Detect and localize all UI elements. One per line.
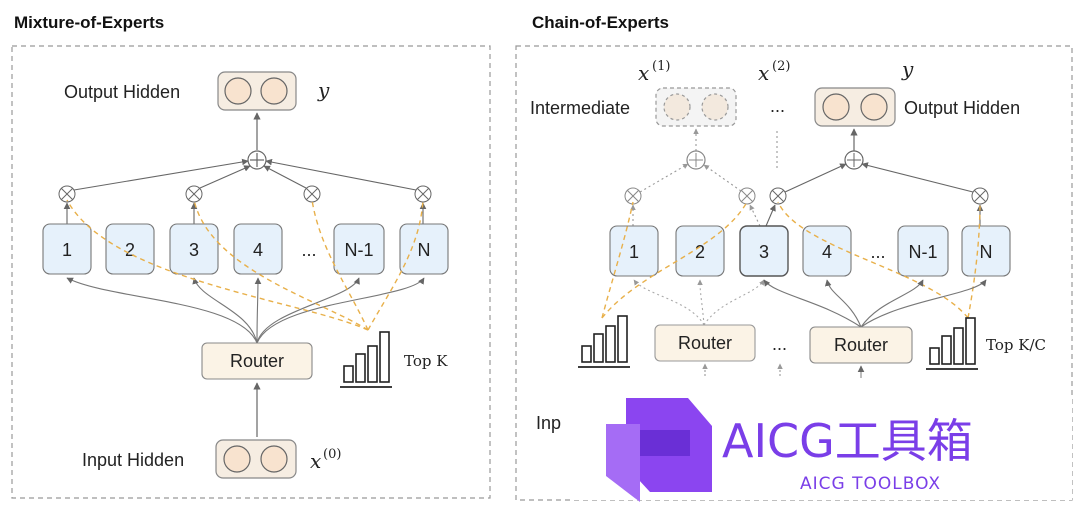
moe-expert-n-1: N-1 xyxy=(333,223,385,275)
svg-text:N: N xyxy=(980,242,993,262)
svg-text:N-1: N-1 xyxy=(344,240,373,260)
coe-histogram-icon-left xyxy=(578,315,630,368)
svg-text:1: 1 xyxy=(629,242,639,262)
moe-title: Mixture-of-Experts xyxy=(14,13,164,32)
moe-output-label: Output Hidden xyxy=(64,82,180,102)
moe-multiply-nodes xyxy=(58,185,432,203)
coe-router-1-label: Router xyxy=(678,333,732,353)
moe-topk-label: Top K xyxy=(404,352,448,370)
coe-top-ellipsis: ... xyxy=(770,96,785,116)
moe-input-label: Input Hidden xyxy=(82,450,184,470)
coe-multiply-nodes xyxy=(624,187,989,205)
coe-router-ellipsis: ... xyxy=(772,334,787,354)
svg-text:4: 4 xyxy=(253,240,263,260)
coe-multiply-node-3a xyxy=(738,187,756,205)
coe-topk-label: Top K/C xyxy=(986,336,1046,354)
coe-expert-1: 1 xyxy=(609,225,659,277)
moe-multiply-node-1 xyxy=(58,185,76,203)
coe-panel: Chain-of-Experts x (1) x (2) y Intermedi… xyxy=(515,13,1073,501)
coe-router-2: Router xyxy=(809,326,913,364)
watermark: AICG工具箱 AICG TOOLBOX xyxy=(572,396,1072,502)
coe-router-edges xyxy=(633,279,987,328)
moe-router-edges xyxy=(66,277,425,344)
moe-expert-1: 1 xyxy=(42,223,92,275)
moe-input-hidden-box xyxy=(215,439,297,479)
moe-panel: Mixture-of-Experts Output Hidden y xyxy=(11,13,491,499)
aicg-logo-icon xyxy=(606,398,712,502)
moe-expert-4: 4 xyxy=(233,223,283,275)
moe-routing-lines xyxy=(66,199,424,331)
coe-intermediate-superscript: (1) xyxy=(652,59,670,74)
moe-multiply-node-k xyxy=(303,185,321,203)
coe-multiply-node-n xyxy=(971,187,989,205)
moe-expert-n: N xyxy=(399,223,449,275)
moe-expert-3: 3 xyxy=(169,223,219,275)
moe-multiply-node-n xyxy=(414,185,432,203)
coe-router-2-label: Router xyxy=(834,335,888,355)
watermark-subtitle: AICG TOOLBOX xyxy=(800,474,941,494)
coe-output-label: Output Hidden xyxy=(904,98,1020,118)
moe-router-label: Router xyxy=(230,351,284,371)
moe-frame xyxy=(11,45,491,499)
moe-input-superscript: (0) xyxy=(323,447,341,462)
coe-histogram-icon-right xyxy=(926,317,978,370)
svg-text:1: 1 xyxy=(62,240,72,260)
moe-expert-row: 1 2 3 4 ... N-1 N xyxy=(42,223,449,275)
coe-next-superscript: (2) xyxy=(772,59,790,74)
coe-expert-n: N xyxy=(961,225,1011,277)
coe-input-label-partial: Inp xyxy=(536,413,561,433)
svg-text:3: 3 xyxy=(759,242,769,262)
coe-expert-ellipsis: ... xyxy=(870,242,885,262)
moe-router: Router xyxy=(201,342,313,380)
moe-output-symbol: y xyxy=(317,78,330,102)
coe-next-symbol: x xyxy=(758,61,769,85)
moe-expert-2: 2 xyxy=(105,223,155,275)
watermark-title: AICG工具箱 xyxy=(722,414,973,468)
coe-output-hidden-box xyxy=(814,87,896,127)
coe-intermediate-symbol: x xyxy=(638,61,649,85)
svg-text:3: 3 xyxy=(189,240,199,260)
coe-expert-2: 2 xyxy=(675,225,725,277)
svg-text:2: 2 xyxy=(695,242,705,262)
moe-input-symbol: x xyxy=(310,449,321,473)
coe-output-symbol: y xyxy=(901,57,914,81)
coe-expert-row: 1 2 3 4 ... N-1 N xyxy=(609,225,1011,277)
coe-expert-n-1: N-1 xyxy=(897,225,949,277)
coe-title: Chain-of-Experts xyxy=(532,13,669,32)
coe-sum-node-2 xyxy=(844,150,864,170)
moe-topk-histogram-icon xyxy=(340,331,392,388)
coe-sum-node-1 xyxy=(686,150,706,170)
coe-multiply-node-3b xyxy=(769,187,787,205)
coe-intermediate-label: Intermediate xyxy=(530,98,630,118)
coe-router-1: Router xyxy=(654,324,756,362)
moe-sum-node xyxy=(247,150,267,170)
coe-expert-4: 4 xyxy=(802,225,852,277)
coe-routing-lines xyxy=(601,201,981,319)
svg-text:2: 2 xyxy=(125,240,135,260)
moe-expert-ellipsis: ... xyxy=(301,240,316,260)
svg-text:N: N xyxy=(418,240,431,260)
moe-output-hidden-box xyxy=(217,71,297,111)
coe-intermediate-box xyxy=(655,87,737,127)
moe-multiply-node-3 xyxy=(185,185,203,203)
coe-multiply-node-1a xyxy=(624,187,642,205)
svg-text:4: 4 xyxy=(822,242,832,262)
coe-expert-3: 3 xyxy=(739,225,789,277)
svg-text:N-1: N-1 xyxy=(908,242,937,262)
